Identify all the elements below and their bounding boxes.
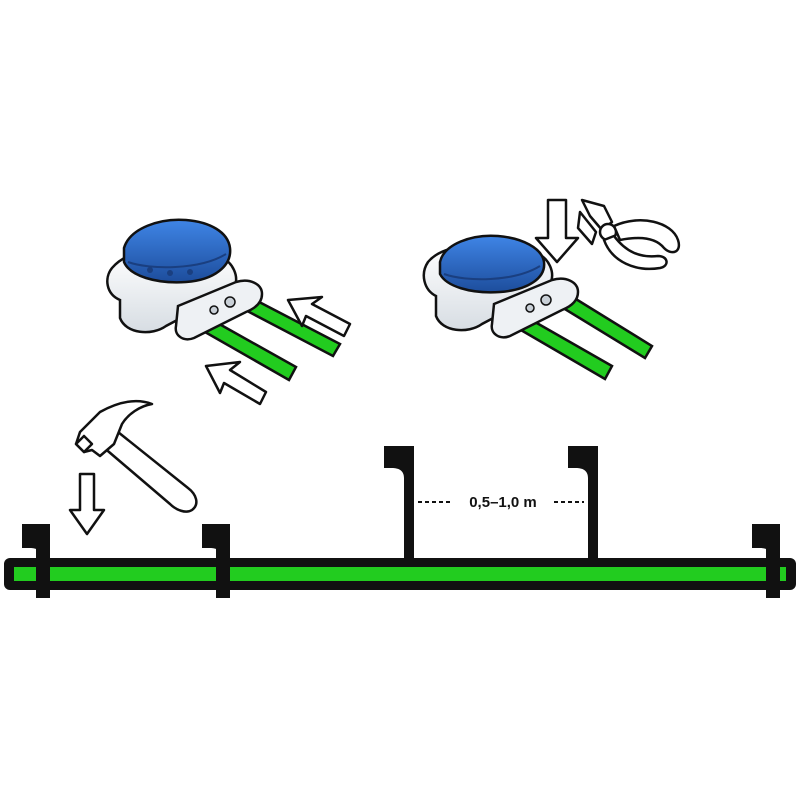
spacing-label: 0,5–1,0 m <box>469 494 537 511</box>
wire-staple-icon <box>568 446 598 562</box>
wire-staple-icon <box>752 524 780 598</box>
spacing-measurement: 0,5–1,0 m <box>418 494 584 511</box>
connector-clamp <box>174 279 264 341</box>
wire-staple-icon <box>22 524 50 598</box>
arrow-left-icon <box>286 295 352 338</box>
wire-connector-closed <box>422 234 654 381</box>
arrow-left-icon <box>204 360 268 406</box>
hammer-icon <box>74 400 198 513</box>
connector-cap <box>122 218 232 284</box>
connector-clamp <box>490 277 580 339</box>
boundary-wire <box>4 558 796 590</box>
arrow-down-icon <box>68 472 106 536</box>
wire-staple-icon <box>202 524 230 598</box>
arrow-down-icon <box>534 198 580 264</box>
pliers-icon <box>576 198 681 271</box>
wire-connector-open <box>106 218 342 382</box>
connector-cap <box>438 234 546 294</box>
wire-staple-icon <box>384 446 414 562</box>
